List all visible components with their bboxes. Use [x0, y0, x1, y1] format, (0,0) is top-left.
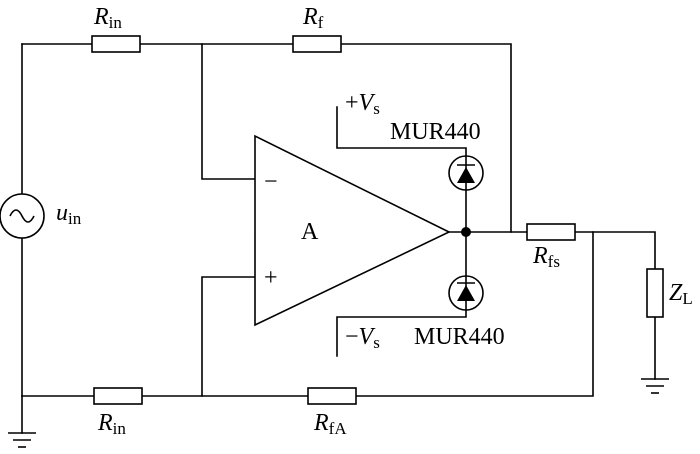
opamp-minus-sign: −	[264, 169, 278, 195]
resistor-rf	[292, 35, 342, 53]
label-rin-bottom: Rin	[97, 410, 126, 438]
label-rfa: RfA	[313, 410, 347, 438]
label-diode-bottom: MUR440	[414, 324, 505, 350]
opamp-label: A	[301, 219, 319, 245]
label-vs-negative: −Vs	[345, 324, 380, 352]
resistor-rin-bottom	[93, 387, 143, 405]
label-rin-top: Rin	[93, 4, 122, 32]
label-uin: uin	[56, 200, 82, 228]
load-impedance-zl	[646, 268, 664, 318]
label-zl: ZL	[669, 280, 693, 308]
label-diode-top: MUR440	[390, 119, 481, 145]
label-vs-positive: +Vs	[345, 90, 380, 118]
diode-bottom	[448, 275, 484, 311]
resistor-rfs	[526, 223, 576, 241]
opamp-triangle	[254, 134, 451, 327]
diode-top	[448, 155, 484, 191]
label-rfs: Rfs	[532, 243, 560, 271]
output-junction-dot	[461, 227, 471, 237]
ac-source	[0, 193, 45, 239]
opamp-plus-sign: +	[264, 265, 278, 291]
label-rf: Rf	[302, 4, 324, 32]
ground-right-icon	[641, 378, 669, 394]
ground-left-icon	[8, 432, 36, 448]
resistor-rfa	[307, 387, 357, 405]
resistor-rin-top	[91, 35, 141, 53]
